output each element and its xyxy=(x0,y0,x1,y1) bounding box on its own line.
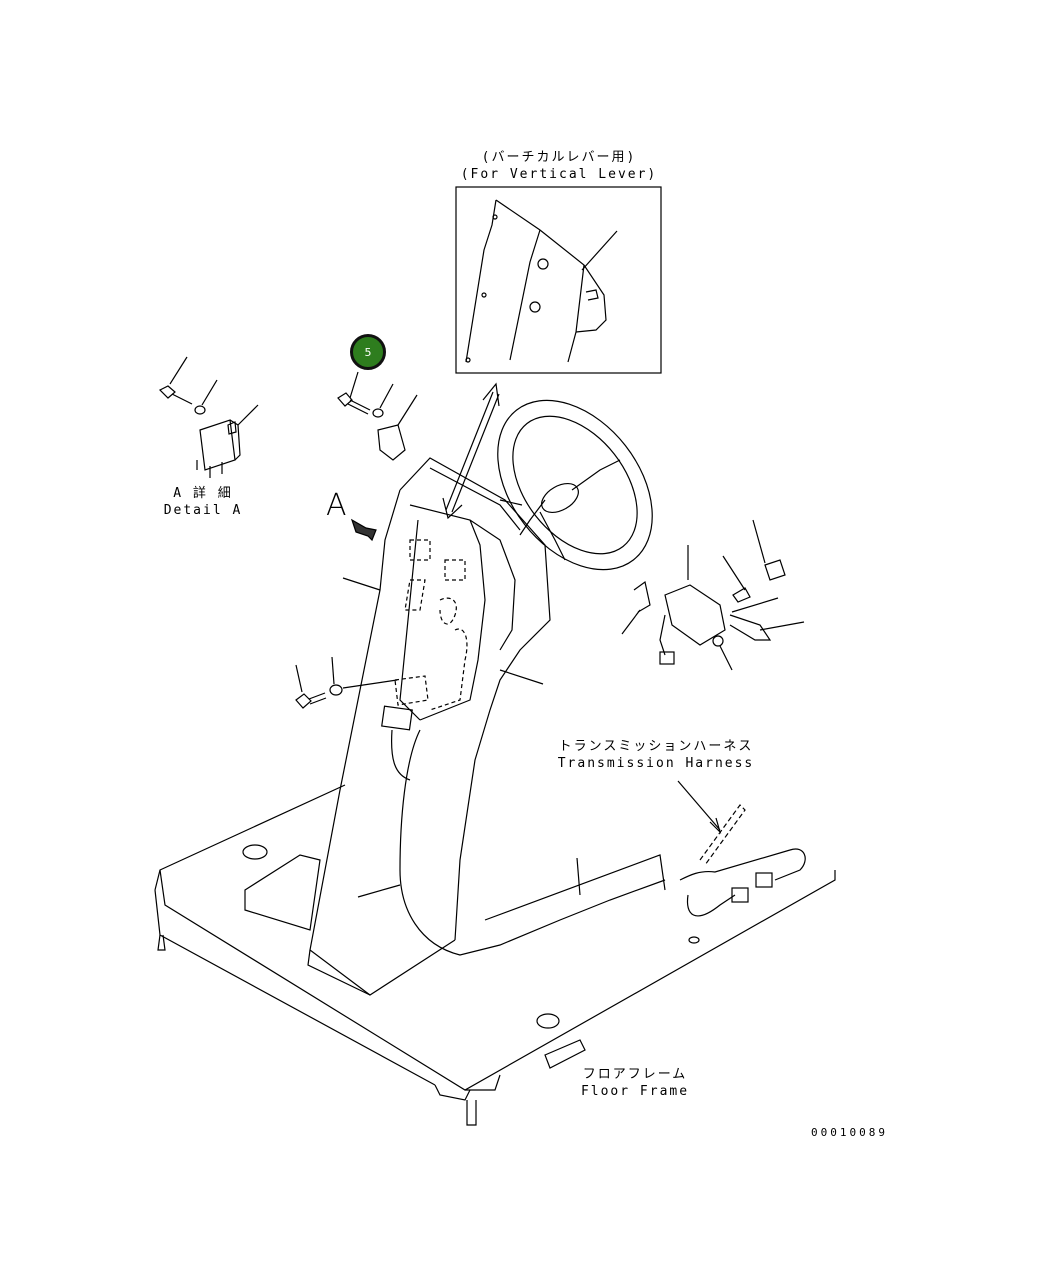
column-harness xyxy=(381,705,666,956)
switch-assembly xyxy=(621,519,805,671)
view-a-label: A xyxy=(326,488,347,523)
detail-a-label-en: Detail A xyxy=(163,503,243,518)
vertical-lever-inset xyxy=(455,186,662,374)
transmission-harness-label-jp: トランスミッションハーネス xyxy=(558,739,754,754)
vertical-lever-label-en: (For Vertical Lever) xyxy=(460,167,658,182)
transmission-harness-label-en: Transmission Harness xyxy=(557,756,755,771)
steering-column xyxy=(307,457,551,996)
detail-a-label-jp: A 詳 細 xyxy=(173,486,233,501)
floor-frame-label-en: Floor Frame xyxy=(580,1084,690,1099)
detail-a-relay xyxy=(158,356,259,478)
transmission-harness xyxy=(677,780,806,917)
floor-frame xyxy=(154,784,836,1126)
floor-frame-label-jp: フロアフレーム xyxy=(582,1067,688,1082)
side-bolt-washer xyxy=(295,656,398,709)
steering-wheel xyxy=(497,399,653,571)
view-a-arrow xyxy=(350,518,377,542)
part-callout-number: 5 xyxy=(364,345,372,359)
vertical-lever-label-jp: (バーチカルレバー用) xyxy=(481,150,637,165)
drawing-number: 00010089 xyxy=(811,1126,888,1139)
tilt-arrow xyxy=(442,382,500,520)
bolt-washer-bracket xyxy=(337,371,418,461)
part-callout-5[interactable]: 5 xyxy=(350,334,386,370)
